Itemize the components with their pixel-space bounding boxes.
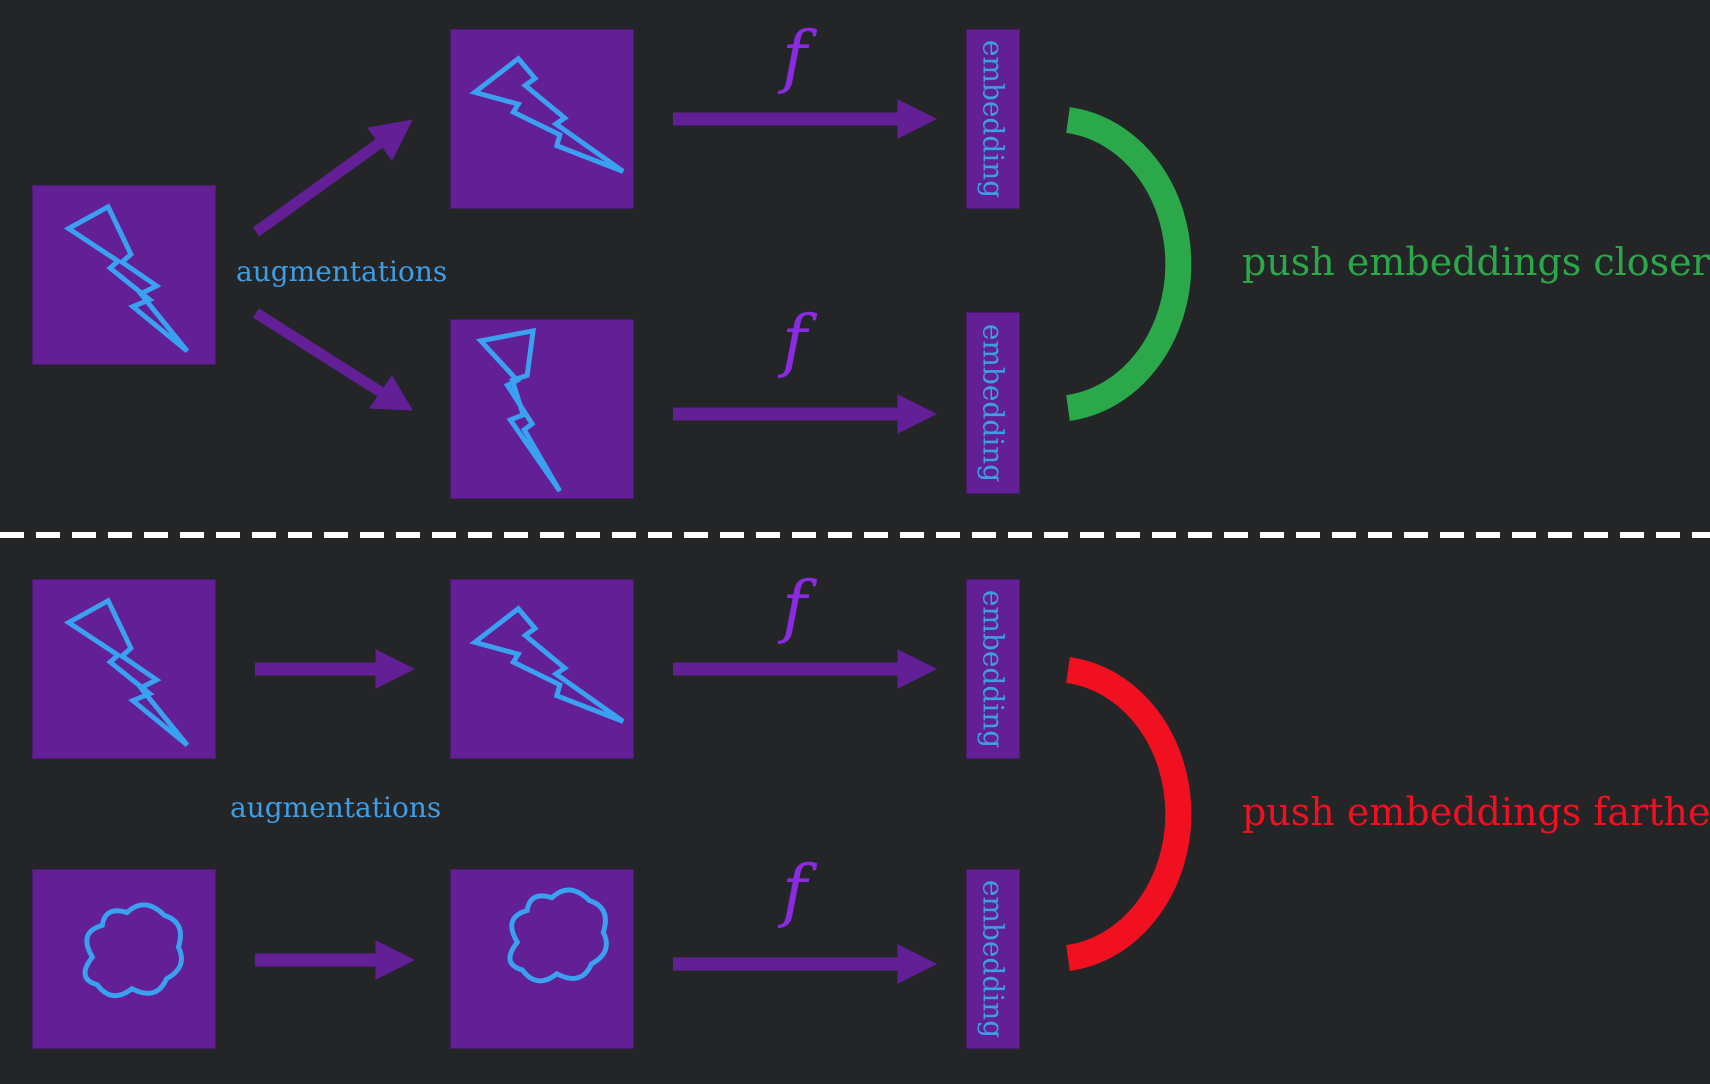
lightning-icon [451, 580, 633, 758]
original-image-box-1 [32, 579, 216, 759]
augmentations-label: augmentations [236, 255, 448, 288]
arrow-head [369, 375, 413, 411]
push-closer-label: push embeddings closer [1242, 240, 1710, 284]
augmentations-label: augmentations [230, 791, 442, 824]
bottom-augment-arrows [255, 649, 416, 980]
arrow-head [897, 99, 938, 139]
top-augment-arrows [252, 119, 413, 411]
arrow-augment-up [252, 132, 392, 237]
function-label: f [782, 302, 808, 381]
arrow-augment-down [253, 308, 393, 403]
function-label: f [782, 568, 808, 647]
arrow-head [367, 119, 413, 161]
embedding-box: embedding [966, 579, 1020, 759]
arrow-head [897, 649, 938, 689]
function-label: f [782, 852, 808, 931]
lightning-icon [33, 186, 215, 364]
closer-bracket [1066, 107, 1192, 421]
original-image-box-2 [32, 869, 216, 1049]
lightning-icon [33, 580, 215, 758]
bottom-encoder-arrows [673, 649, 938, 984]
augmented-image-box-1 [450, 579, 634, 759]
augmented-image-box-1 [450, 29, 634, 209]
original-image-box [32, 185, 216, 365]
push-farther-label: push embeddings farther [1242, 790, 1710, 834]
cloud-icon [451, 870, 633, 1048]
augmented-image-box-2 [450, 319, 634, 499]
embedding-box: embedding [966, 869, 1020, 1049]
embedding-label: embedding [976, 323, 1010, 483]
top-encoder-arrows [673, 99, 938, 434]
function-label: f [782, 18, 808, 97]
arrow-head [897, 944, 938, 984]
embedding-label: embedding [976, 589, 1010, 749]
augmented-image-box-2 [450, 869, 634, 1049]
embedding-label: embedding [976, 39, 1010, 199]
arrow-head [375, 649, 416, 689]
embedding-box: embedding [966, 312, 1020, 494]
lightning-icon [451, 320, 633, 498]
lightning-icon [451, 30, 633, 208]
embedding-box: embedding [966, 29, 1020, 209]
arrow-head [897, 394, 938, 434]
cloud-icon [33, 870, 215, 1048]
farther-bracket [1066, 657, 1192, 971]
arrow-head [375, 940, 416, 980]
embedding-label: embedding [976, 879, 1010, 1039]
